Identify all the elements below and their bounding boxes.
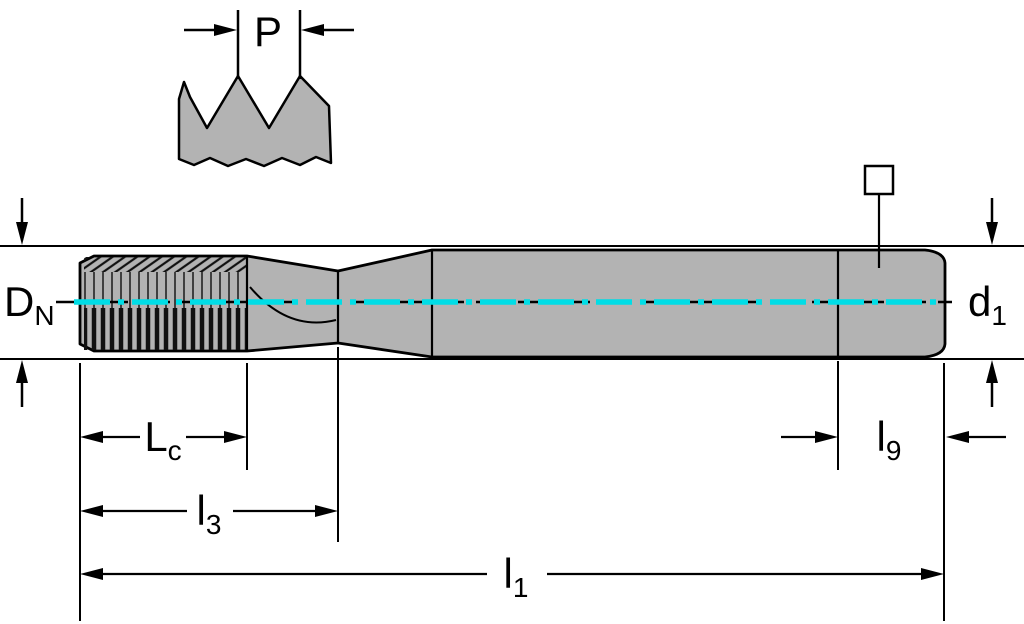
pitch-arrow-right-icon (214, 24, 237, 36)
dimension-chamfer-length: Lc (80, 413, 247, 466)
arrow-right-icon (224, 431, 247, 443)
flute-runout-curve (249, 286, 337, 324)
thread-length-label: l3 (197, 487, 222, 540)
chamfer-length-label: Lc (144, 413, 181, 466)
square-icon (863, 164, 895, 196)
arrow-left-icon (80, 431, 103, 443)
dimension-shank-diameter: d1 (968, 198, 1007, 407)
arrow-down-icon (16, 222, 28, 245)
diameter-reference-lines (0, 245, 1024, 360)
pitch-arrow-left-icon (301, 24, 324, 36)
thread-profile-shape (177, 74, 333, 168)
overall-length-label: l1 (504, 550, 529, 603)
arrow-left-icon (946, 431, 969, 443)
dimension-square-length: l9 (781, 413, 1006, 466)
arrow-right-icon (815, 431, 838, 443)
pitch-dimension (184, 10, 354, 79)
square-length-label: l9 (877, 413, 902, 466)
arrow-down-icon (986, 222, 998, 245)
arrow-left-icon (80, 568, 103, 580)
shank-diameter-label: d1 (968, 278, 1007, 331)
dimension-nominal-diameter: DN (4, 198, 55, 407)
nominal-diameter-label: DN (4, 278, 55, 331)
arrow-up-icon (986, 360, 998, 383)
square-drive-symbol (863, 164, 895, 268)
thread-hatching (84, 257, 337, 350)
pitch-label: P (254, 8, 282, 55)
arrow-right-icon (921, 568, 944, 580)
thread-profile-detail: P (177, 8, 354, 168)
dimension-thread-length: l3 (80, 487, 338, 540)
arrow-left-icon (80, 505, 103, 517)
dimension-overall-length: l1 (80, 550, 944, 603)
extension-lines (79, 347, 945, 621)
arrow-up-icon (16, 360, 28, 383)
arrow-right-icon (315, 505, 338, 517)
